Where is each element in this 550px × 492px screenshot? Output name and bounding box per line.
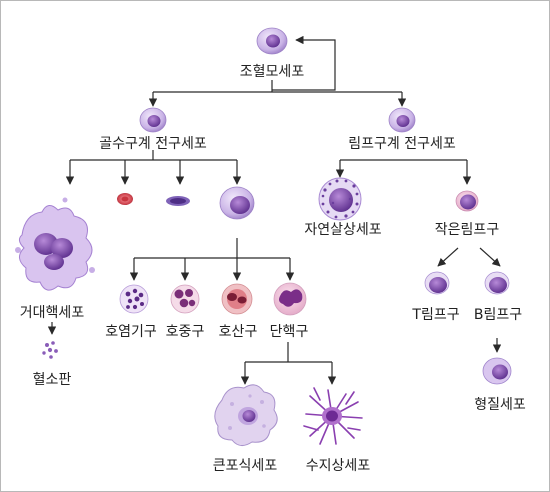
plasma-cell — [482, 357, 512, 385]
label-megakaryocyte: 거대핵세포 — [19, 305, 85, 321]
label-myeloid-progenitor: 골수구계 전구세포 — [99, 136, 207, 152]
label-macrophage: 큰포식세포 — [212, 458, 278, 474]
monocyte-cell — [273, 282, 307, 316]
label-nk-cell: 자연살상세포 — [304, 222, 382, 238]
label-plasma-cell: 형질세포 — [474, 397, 526, 413]
neutrophil-cell — [170, 284, 200, 314]
label-platelet: 혈소판 — [32, 372, 72, 388]
small-lymphocyte-cell — [455, 190, 479, 212]
label-basophil: 호산구 — [218, 324, 258, 340]
label-dendritic-cell: 수지상세포 — [305, 458, 371, 474]
label-b-cell: B림프구 — [473, 307, 523, 323]
connector-lines — [47, 35, 502, 385]
label-eosinophil: 호염기구 — [105, 324, 157, 340]
label-t-cell: T림프구 — [412, 307, 460, 323]
t-cell — [424, 271, 450, 295]
b-cell — [484, 271, 510, 295]
dendritic-cell — [303, 387, 363, 445]
macrophage-cell — [214, 384, 278, 446]
spindle-cell — [166, 196, 190, 206]
label-lymphoid-progenitor: 림프구계 전구세포 — [348, 136, 456, 152]
nk-cell — [318, 177, 362, 221]
label-monocyte: 단핵구 — [269, 324, 309, 340]
label-neutrophil: 호중구 — [165, 324, 205, 340]
lymphoid-progenitor-cell — [388, 107, 416, 133]
platelet-cells — [42, 341, 58, 359]
label-small-lymphocyte: 작은림프구 — [434, 222, 500, 238]
hsc-cell — [256, 27, 288, 55]
red-blood-cell — [117, 193, 133, 205]
megakaryocyte-cell — [15, 197, 95, 291]
basophil-cell — [221, 283, 253, 315]
label-hsc: 조혈모세포 — [239, 64, 305, 80]
myeloblast-cell — [219, 186, 255, 220]
eosinophil-cell — [119, 284, 149, 314]
myeloid-progenitor-cell — [139, 107, 167, 133]
